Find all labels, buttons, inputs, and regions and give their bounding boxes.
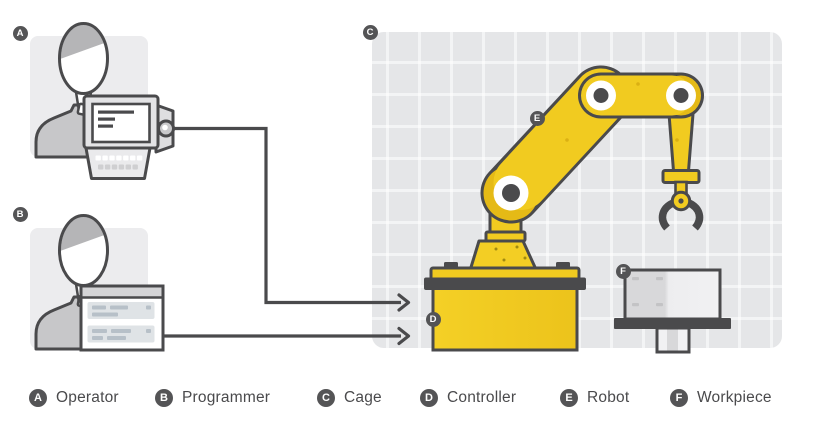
legend-item-controller: D Controller (420, 388, 516, 408)
code-window-icon (79, 284, 165, 352)
legend-badge-e: E (560, 389, 578, 407)
controller-box (431, 285, 579, 352)
legend-badge-b: B (155, 389, 173, 407)
operator-figure (30, 16, 175, 180)
badge-workpiece: F (615, 263, 631, 279)
controller-figure (424, 262, 586, 352)
workpiece-table (614, 318, 731, 329)
programmer-figure (30, 208, 165, 352)
legend-label-robot: Robot (587, 389, 630, 406)
legend-label-cage: Cage (344, 389, 382, 406)
legend-label-controller: Controller (447, 389, 517, 406)
pendant-to-controller-wire (174, 126, 411, 312)
legend-item-robot: E Robot (560, 388, 629, 408)
legend-badge-a: A (29, 389, 47, 407)
arm-joints (493, 80, 696, 211)
legend-badge-d: D (420, 389, 438, 407)
controller-rail (424, 277, 586, 290)
legend-item-workpiece: F Workpiece (670, 388, 772, 408)
legend-badge-c: C (317, 389, 335, 407)
robot-arm (480, 65, 704, 231)
badge-robot: E (529, 110, 545, 126)
badge-operator: A (12, 25, 28, 41)
badge-programmer: B (12, 206, 28, 222)
gripper-icon (658, 190, 704, 231)
badge-cage: C (362, 24, 378, 40)
legend-label-workpiece: Workpiece (697, 389, 772, 406)
legend-label-operator: Operator (56, 389, 119, 406)
legend-label-programmer: Programmer (182, 389, 271, 406)
workpiece-figure (614, 268, 731, 354)
legend-item-programmer: B Programmer (155, 388, 270, 408)
badge-controller: D (425, 311, 441, 327)
workpiece-stand (655, 326, 691, 354)
legend-badge-f: F (670, 389, 688, 407)
workpiece-block (623, 268, 722, 321)
legend-item-operator: A Operator (29, 388, 119, 408)
teach-pendant-icon (82, 94, 175, 180)
legend-item-cage: C Cage (317, 388, 382, 408)
programmer-to-controller-wire (163, 326, 411, 346)
